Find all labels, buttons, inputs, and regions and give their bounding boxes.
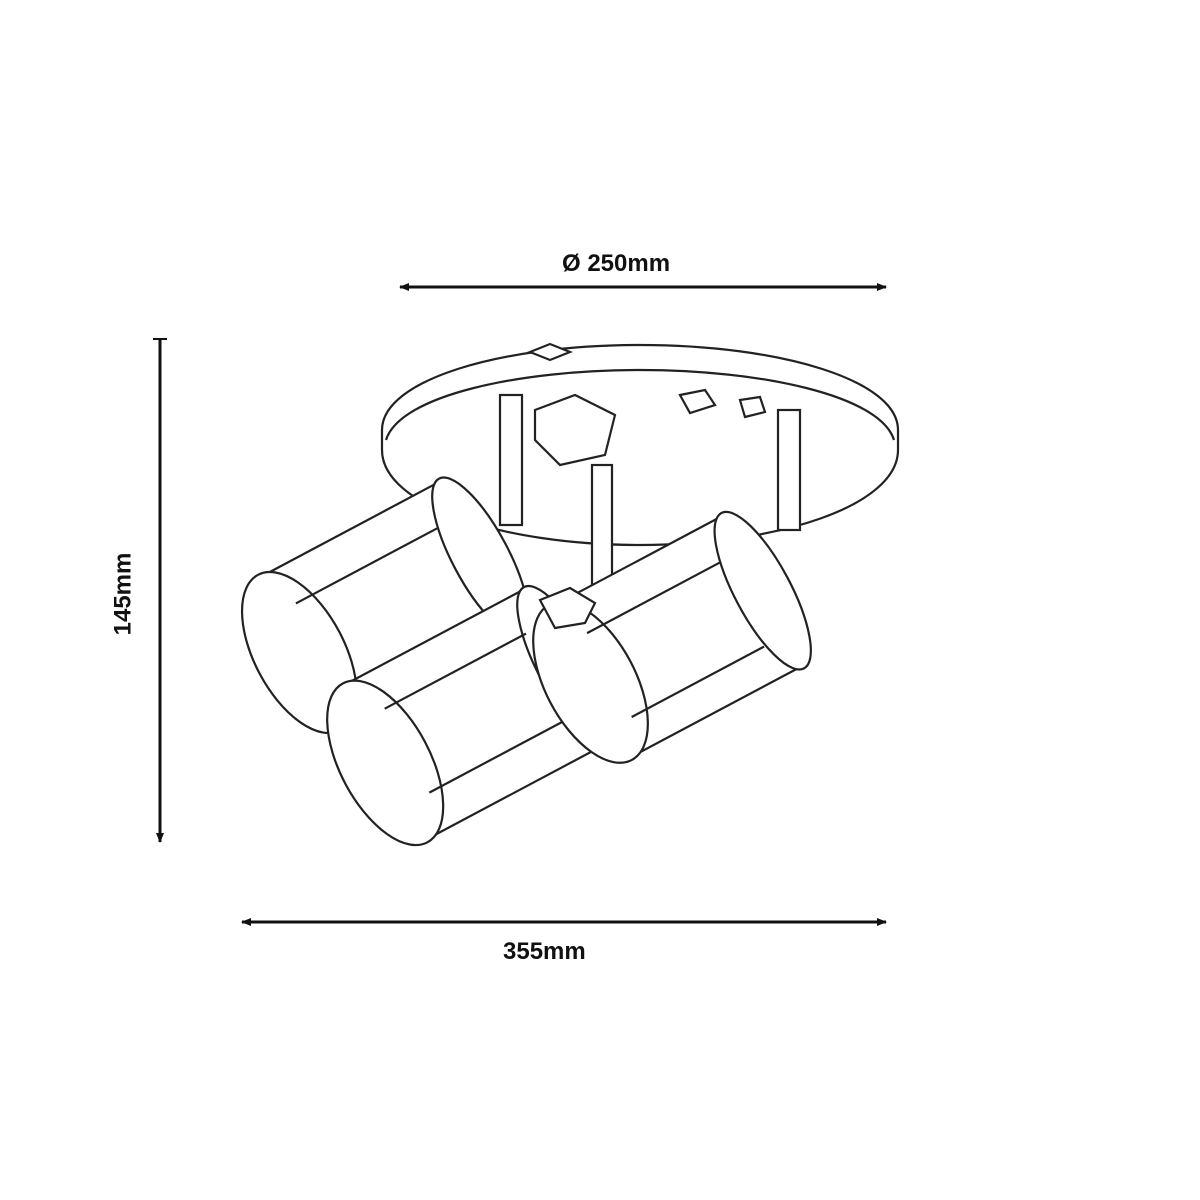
width-label: 355mm — [503, 938, 586, 965]
height-label: 145mm — [109, 552, 137, 636]
ceiling-lamp-sketch — [240, 342, 900, 847]
diameter-label: Ø 250mm — [562, 250, 671, 277]
